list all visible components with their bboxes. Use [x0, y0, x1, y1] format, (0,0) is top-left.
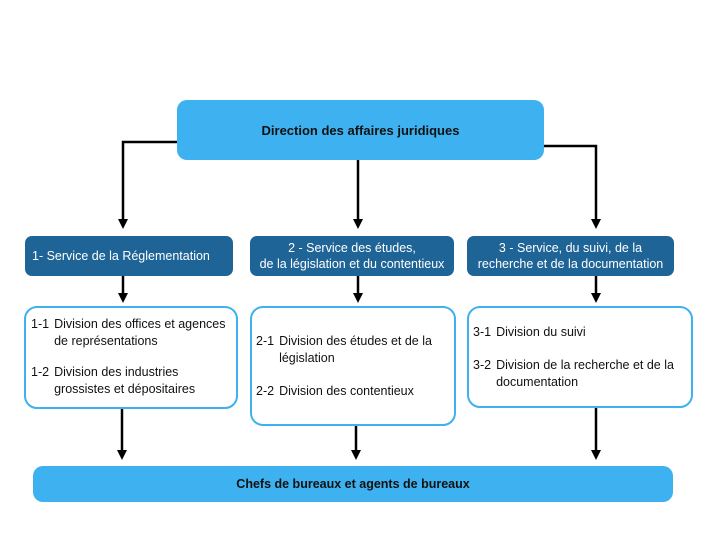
division-item: 3-1 Division du suivi — [473, 324, 687, 341]
service-1-label: 1- Service de la Réglementation — [32, 249, 210, 263]
division-text: Division du suivi — [496, 324, 586, 339]
division-text: Division des contentieux — [279, 383, 414, 398]
division-text: Division des industries grossistes et dé… — [54, 365, 196, 396]
division-2-box: 2-1 Division des études et de la législa… — [250, 306, 456, 426]
arrow-top-to-service-1 — [118, 140, 177, 229]
division-number: 3-1 — [473, 324, 492, 339]
staff-box: Chefs de bureaux et agents de bureaux — [33, 466, 673, 502]
division-1-box: 1-1 Division des offices et agences de r… — [24, 306, 238, 409]
division-number: 3-2 — [473, 357, 492, 372]
division-number: 2-1 — [256, 333, 275, 348]
division-text: Division des offices et agences de repré… — [54, 317, 226, 348]
service-3-label-line-2: recherche et de la documentation — [477, 257, 664, 271]
service-2-box: 2 - Service des études, de la législatio… — [250, 236, 454, 276]
division-item: 1-1 Division des offices et agences de r… — [31, 316, 232, 350]
service-2-label-line-2: de la législation et du contentieux — [259, 257, 445, 271]
division-item: 2-2 Division des contentieux — [256, 383, 450, 400]
division-number: 1-1 — [31, 317, 50, 331]
direction-box: Direction des affaires juridiques — [177, 100, 544, 160]
division-number: 2-2 — [256, 383, 275, 398]
division-item: 3-2 Division de la recherche et de la do… — [473, 357, 687, 391]
division-text: Division des études et de la législation — [279, 333, 432, 365]
division-item: 2-1 Division des études et de la législa… — [256, 333, 450, 367]
service-3-box: 3 - Service, du suivi, de la recherche e… — [467, 236, 674, 276]
staff-label: Chefs de bureaux et agents de bureaux — [236, 477, 470, 491]
division-3-box: 3-1 Division du suivi 3-2 Division de la… — [467, 306, 693, 408]
division-text: Division de la recherche et de la docume… — [496, 357, 674, 389]
division-item: 1-2 Division des industries grossistes e… — [31, 364, 232, 398]
service-3-label-line-1: 3 - Service, du suivi, de la — [498, 241, 643, 255]
direction-label: Direction des affaires juridiques — [261, 122, 460, 138]
service-2-label-line-1: 2 - Service des études, — [288, 241, 416, 255]
arrow-top-to-service-3 — [544, 144, 601, 229]
division-number: 1-2 — [31, 365, 50, 379]
service-1-box: 1- Service de la Réglementation — [25, 236, 233, 276]
